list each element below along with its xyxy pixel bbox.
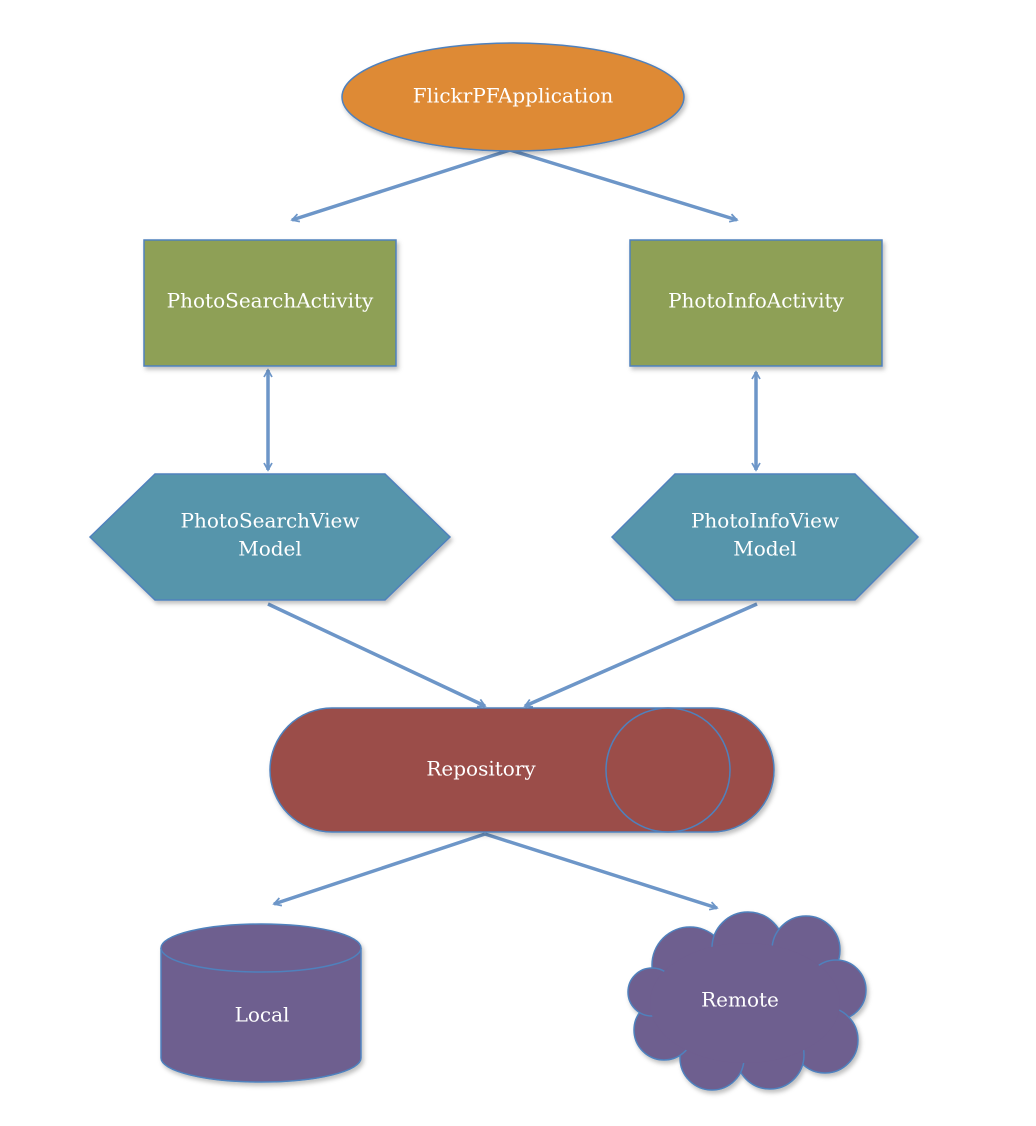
edge-photo-info-viewmodel-to-repository	[523, 602, 758, 708]
local-cylinder-top-rim	[160, 947, 362, 973]
edge-application-to-photo-info-activity	[509, 148, 739, 223]
repository-cylinder-end	[605, 707, 731, 833]
node-photo-search-viewmodel: PhotoSearchView Model	[88, 473, 452, 601]
node-repository: Repository	[269, 707, 775, 833]
edge-repository-to-remote	[484, 832, 719, 911]
node-photo-info-activity: PhotoInfoActivity	[629, 239, 883, 367]
photo-search-viewmodel-label-line2: Model	[238, 537, 302, 561]
node-photo-info-viewmodel: PhotoInfoView Model	[610, 473, 920, 601]
photo-info-viewmodel-label-line2: Model	[733, 537, 797, 561]
edges	[263, 148, 761, 911]
node-flickrpf-application: FlickrPFApplication	[341, 42, 685, 152]
local-label: Local	[235, 1003, 290, 1027]
photo-search-activity-box	[143, 239, 397, 367]
photo-info-activity-box	[629, 239, 883, 367]
remote-label: Remote	[701, 988, 779, 1012]
repository-cylinder-body	[269, 707, 775, 833]
edge-application-to-photo-search-activity	[290, 148, 511, 223]
application-ellipse	[341, 42, 685, 152]
photo-info-viewmodel-label-line1: PhotoInfoView	[691, 509, 839, 533]
edge-photo-search-viewmodel-to-repository	[267, 602, 487, 708]
local-cylinder-body	[160, 923, 362, 1083]
edge-repository-to-local	[272, 832, 486, 907]
photo-info-activity-label: PhotoInfoActivity	[668, 289, 844, 313]
application-label: FlickrPFApplication	[413, 84, 614, 108]
node-local: Local	[160, 923, 362, 1083]
node-photo-search-activity: PhotoSearchActivity	[143, 239, 397, 367]
photo-search-activity-label: PhotoSearchActivity	[167, 289, 374, 313]
photo-search-viewmodel-label-line1: PhotoSearchView	[180, 509, 359, 533]
node-remote: Remote	[627, 911, 867, 1091]
repository-label: Repository	[426, 757, 536, 781]
photo-info-viewmodel-hexagon	[610, 473, 920, 601]
photo-search-viewmodel-hexagon	[88, 473, 452, 601]
remote-cloud-shape	[627, 911, 867, 1091]
